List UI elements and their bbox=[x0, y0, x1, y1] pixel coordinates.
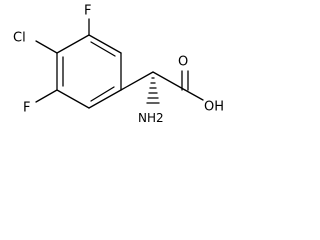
atom-label-f-bottom: F bbox=[23, 101, 30, 116]
bond-ring-alpha-carbon bbox=[120, 71, 154, 91]
chemical-structure: F Cl F O OH NH2 bbox=[13, 4, 224, 125]
ring-inner-double-2 bbox=[90, 86, 115, 102]
bond-c-cl bbox=[35, 40, 58, 54]
atom-label-f-top: F bbox=[84, 4, 91, 19]
ring-bond-c3-c4 bbox=[88, 89, 122, 109]
bond-alpha-carboxyl bbox=[152, 71, 186, 91]
ring-bond-c4-c5 bbox=[56, 89, 90, 109]
atom-label-cl: Cl bbox=[13, 31, 26, 46]
ring-bond-c1-c2 bbox=[88, 34, 122, 54]
ring-inner-double-1 bbox=[90, 41, 116, 57]
stereo-hashed-wedge bbox=[146, 77, 160, 104]
amine-text: NH2 bbox=[138, 111, 164, 125]
atom-label-amine: NH2 bbox=[138, 111, 164, 125]
bond-carboxyl-hydroxyl bbox=[184, 89, 204, 101]
ring-bond-c6-c1 bbox=[56, 34, 90, 54]
atom-label-hydroxyl: OH bbox=[204, 100, 224, 115]
atom-label-carbonyl-oxygen: O bbox=[178, 55, 188, 70]
benzene-ring bbox=[56, 34, 122, 109]
bond-c-f-bottom bbox=[35, 89, 58, 103]
